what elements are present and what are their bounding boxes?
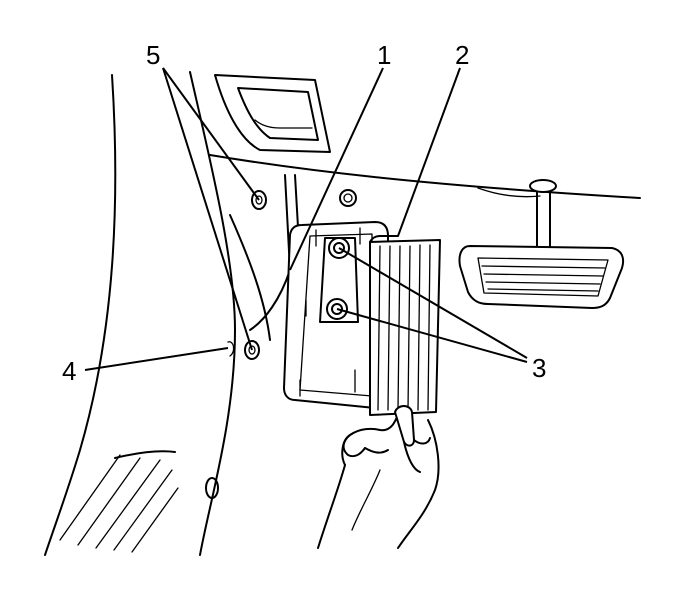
fastener-lower: [244, 340, 260, 360]
hands: [317, 405, 440, 549]
floor-panel: [209, 154, 641, 199]
leader-2: [397, 67, 461, 237]
leader-1: [289, 67, 384, 271]
leader-3-upper: [338, 247, 528, 359]
leader-3-lower: [336, 308, 528, 363]
upper-trim-pocket: [214, 74, 331, 153]
leader-lines: [84, 67, 528, 371]
leader-4: [84, 347, 229, 371]
fastener-upper: [251, 190, 267, 210]
callout-2: 2: [455, 40, 469, 70]
callout-4: 4: [62, 356, 76, 386]
kick-panel: [44, 71, 357, 556]
leader-5-lower: [162, 67, 253, 351]
brake-pedal: [458, 179, 625, 309]
callout-1: 1: [377, 40, 391, 70]
callout-5: 5: [146, 40, 160, 70]
accelerator-pedal: [369, 235, 441, 416]
fastener-bottom: [205, 477, 219, 499]
locator: [227, 341, 235, 357]
leader-5-upper: [162, 67, 260, 201]
callout-3: 3: [532, 353, 546, 383]
